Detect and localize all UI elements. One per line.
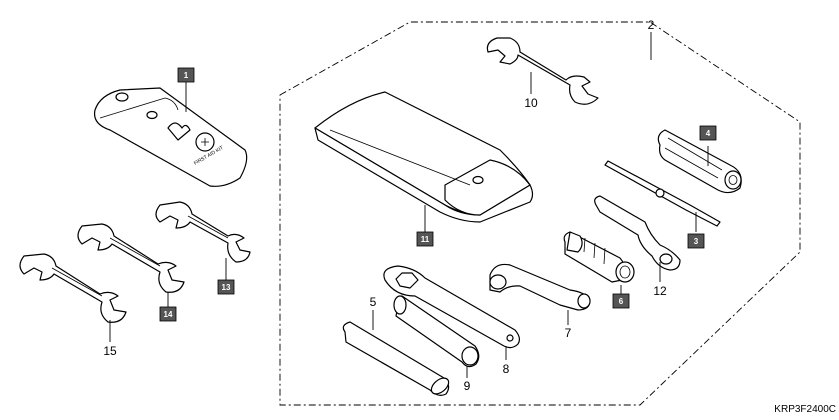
callout-14: 14	[164, 310, 173, 319]
callout-1: 1	[184, 71, 189, 80]
tool-bag	[314, 91, 534, 223]
handle-grip	[342, 321, 450, 396]
callout-9: 9	[464, 379, 471, 393]
callout-15: 15	[103, 344, 117, 358]
screwdriver-handle	[657, 129, 742, 194]
callout-11: 11	[421, 235, 430, 244]
tool-kit-boundary	[279, 21, 801, 406]
extension-tube	[393, 295, 480, 368]
ring-wrench	[383, 265, 521, 349]
callout-8: 8	[503, 362, 510, 376]
reference-code: KRP3F2400C	[774, 404, 836, 415]
callout-box-1	[177, 67, 195, 83]
callout-10: 10	[524, 96, 538, 110]
callout-box-11	[416, 231, 434, 247]
spark-plug-socket	[563, 231, 635, 283]
callout-6: 6	[619, 297, 624, 306]
callout-13: 13	[222, 283, 231, 292]
open-end-wrench-10	[486, 37, 599, 105]
callout-12: 12	[653, 284, 667, 298]
callout-box-6	[612, 293, 630, 309]
open-end-wrench-13	[155, 201, 251, 263]
callout-7: 7	[565, 326, 572, 340]
bent-box-wrench	[489, 263, 591, 311]
callout-5: 5	[370, 295, 377, 309]
spark-plug-wrench-handle	[594, 195, 681, 271]
callout-box-4	[699, 125, 717, 141]
open-end-wrench-15	[19, 253, 127, 323]
callout-box-13	[217, 279, 235, 295]
screwdriver-bit	[604, 160, 721, 227]
callout-box-3	[687, 233, 705, 249]
callout-4: 4	[706, 129, 711, 138]
callout-3: 3	[694, 237, 699, 246]
first-aid-kit-pouch: FIRST AID KIT	[93, 87, 248, 187]
callout-2: 2	[648, 18, 655, 32]
open-end-wrench-14	[77, 223, 185, 293]
callout-box-14	[159, 306, 177, 322]
